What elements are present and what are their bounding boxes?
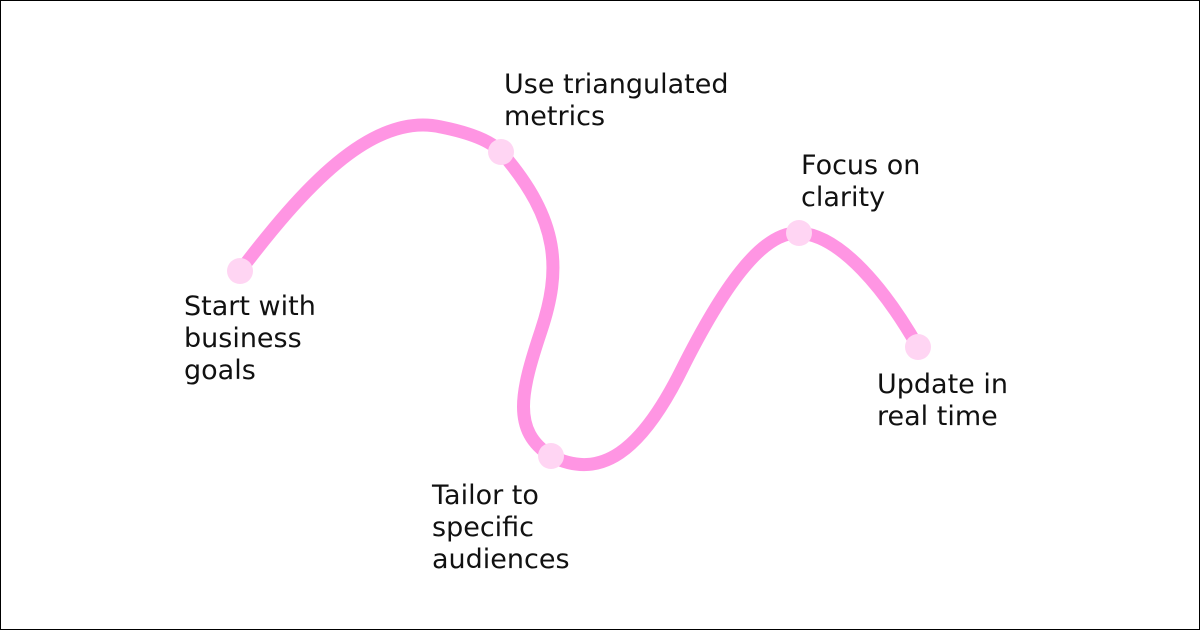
step-marker-2 [488, 139, 514, 165]
step-label-line: real time [877, 401, 998, 432]
step-label-line: Tailor to [432, 480, 539, 511]
step-label-line: clarity [801, 182, 886, 213]
step-label-use-triangulated-metrics: Use triangulated metrics [504, 69, 729, 133]
step-label-update-in-real-time: Update in real time [877, 369, 1008, 433]
step-label-focus-on-clarity: Focus on clarity [801, 150, 920, 214]
step-marker-5 [905, 334, 931, 360]
step-label-line: audiences [432, 544, 570, 575]
step-label-line: Focus on [801, 150, 921, 181]
step-label-line: Start with [184, 291, 316, 322]
step-label-tailor-to-specific-audiences: Tailor to specific audiences [432, 480, 570, 576]
step-label-start-with-business-goals: Start with business goals [184, 291, 316, 387]
step-label-line: Update in [877, 369, 1008, 400]
step-label-line: Use triangulated [504, 69, 729, 100]
step-label-line: business [184, 323, 302, 354]
step-label-line: goals [184, 355, 256, 386]
step-marker-4 [786, 220, 812, 246]
step-label-line: specific [432, 512, 535, 543]
step-marker-1 [227, 258, 253, 284]
step-marker-3 [538, 443, 564, 469]
step-label-line: metrics [504, 101, 606, 132]
